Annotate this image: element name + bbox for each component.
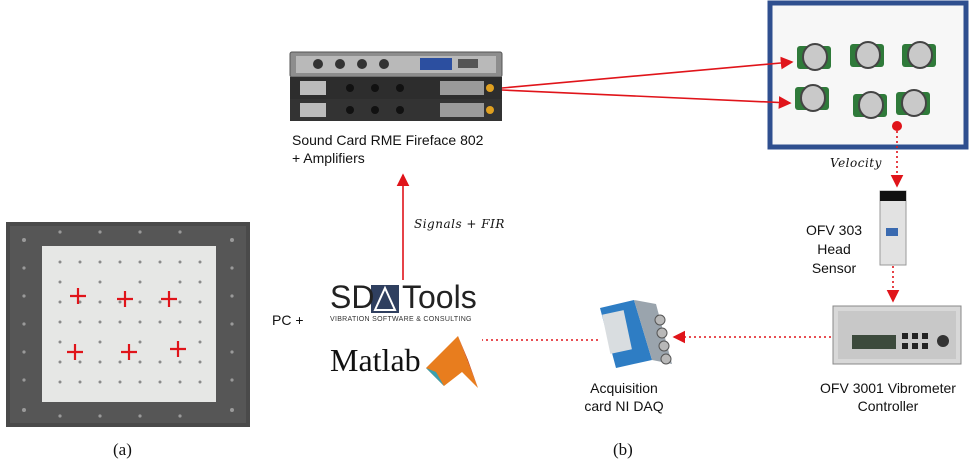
- marker-1: [70, 288, 86, 304]
- ni-daq-card: [600, 300, 672, 368]
- caption-b: (b): [613, 440, 633, 459]
- connections: [396, 56, 904, 344]
- ofv303-line-3: Sensor: [811, 260, 857, 276]
- vibrometer-line-2: Controller: [857, 398, 919, 414]
- arrow-soundcard-to-exciter-bottom: [501, 89, 792, 109]
- plate-grid-dots: [58, 260, 202, 384]
- amplifiers-label: + Amplifiers: [292, 150, 365, 166]
- sdtools-logo-icon: [371, 285, 399, 313]
- panel-frame: [767, 0, 969, 150]
- panel-with-exciters: [767, 0, 969, 150]
- acq-line-2: card NI DAQ: [584, 398, 664, 414]
- vibrometer-line-1: OFV 3001 Vibrometer: [820, 380, 956, 396]
- ofv303-line-2: Head: [817, 241, 851, 257]
- marker-5: [121, 344, 137, 360]
- exciter-3: [902, 41, 936, 69]
- exciter-1: [797, 43, 831, 71]
- exciter-markers: [67, 288, 186, 360]
- ofv303-head-sensor: [879, 190, 907, 266]
- sdtools-tagline: VIBRATION SOFTWARE & CONSULTING: [330, 316, 472, 323]
- frame-bolts: [22, 230, 234, 418]
- sound-card-label: Sound Card RME Fireface 802: [292, 132, 484, 148]
- sdtools-tools-text: Tools: [402, 279, 477, 315]
- signals-fir-label: Signals + FIR: [414, 217, 505, 231]
- caption-a: (a): [113, 440, 132, 459]
- matlab-logo-icon: [426, 336, 478, 388]
- velocity-label: Velocity: [830, 156, 882, 170]
- matlab-text: Matlab: [330, 342, 421, 378]
- marker-4: [67, 344, 83, 360]
- marker-6: [170, 341, 186, 357]
- plate-photo: [6, 222, 250, 427]
- sdtools-sd-text: SD: [330, 279, 375, 315]
- marker-2: [117, 291, 133, 307]
- exciter-2: [850, 41, 884, 69]
- ofv303-line-1: OFV 303: [805, 222, 863, 238]
- sound-card-device: [289, 51, 503, 121]
- exciter-4: [795, 84, 829, 112]
- acq-line-1: Acquisition: [590, 380, 658, 396]
- arrow-soundcard-to-exciter-top: [501, 56, 794, 89]
- pc-plus-label: PC +: [272, 312, 304, 328]
- marker-3: [161, 291, 177, 307]
- ofv3001-controller: [832, 305, 962, 365]
- exciter-6: [896, 89, 930, 117]
- exciter-5: [853, 91, 887, 119]
- laser-point: [892, 121, 902, 131]
- plate-surface: [42, 246, 216, 402]
